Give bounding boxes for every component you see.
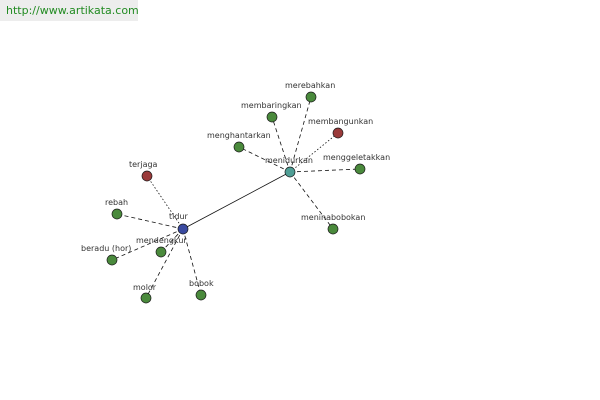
watermark-url[interactable]: http://www.artikata.com bbox=[6, 4, 139, 17]
edge-menidurkan-membaringkan bbox=[271, 116, 291, 173]
node-label-merebahkan[interactable]: merebahkan bbox=[285, 81, 335, 90]
edge-tidur-menidurkan bbox=[182, 171, 291, 230]
node-label-menggeletakkan[interactable]: menggeletakkan bbox=[323, 153, 390, 162]
edge-tidur-molor bbox=[145, 228, 184, 299]
node-menghantarkan[interactable] bbox=[233, 141, 245, 153]
node-menidurkan[interactable] bbox=[284, 166, 296, 178]
edge-tidur-rebah bbox=[116, 213, 184, 230]
node-label-membaringkan[interactable]: membaringkan bbox=[241, 101, 302, 110]
node-membangunkan[interactable] bbox=[332, 127, 344, 139]
node-label-bobok[interactable]: bobok bbox=[189, 279, 214, 288]
node-label-membangunkan[interactable]: membangunkan bbox=[308, 117, 373, 126]
node-label-menghantarkan[interactable]: menghantarkan bbox=[207, 131, 271, 140]
edge-menidurkan-menghantarkan bbox=[238, 146, 291, 173]
node-label-molor[interactable]: molor bbox=[133, 283, 157, 292]
labels-layer: tidur menidurkan merebahkan membaringkan mem… bbox=[81, 81, 390, 292]
node-rebah[interactable] bbox=[111, 208, 123, 220]
edge-tidur-mendengkur bbox=[160, 228, 184, 253]
node-label-meninabobokan[interactable]: meninabobokan bbox=[301, 213, 365, 222]
node-mendengkur[interactable] bbox=[155, 246, 167, 258]
nodes-layer bbox=[106, 91, 366, 304]
edge-tidur-terjaga bbox=[146, 175, 184, 230]
edge-menidurkan-meninabobokan bbox=[289, 171, 334, 230]
node-label-beradu-hor[interactable]: beradu (hor) bbox=[81, 244, 131, 253]
node-molor[interactable] bbox=[140, 292, 152, 304]
edges-layer bbox=[111, 96, 361, 299]
node-merebahkan[interactable] bbox=[305, 91, 317, 103]
node-beradu-hor[interactable] bbox=[106, 254, 118, 266]
node-terjaga[interactable] bbox=[141, 170, 153, 182]
edge-menidurkan-merebahkan bbox=[289, 96, 312, 173]
node-label-terjaga[interactable]: terjaga bbox=[129, 160, 158, 169]
watermark-bar: http://www.artikata.com bbox=[0, 0, 139, 21]
edge-tidur-bobok bbox=[182, 228, 202, 296]
edge-menidurkan-menggeletakkan bbox=[289, 168, 361, 173]
node-label-menidurkan[interactable]: menidurkan bbox=[265, 156, 313, 165]
node-tidur[interactable] bbox=[177, 223, 189, 235]
node-menggeletakkan[interactable] bbox=[354, 163, 366, 175]
edge-tidur-beradu-hor bbox=[111, 228, 184, 261]
node-meninabobokan[interactable] bbox=[327, 223, 339, 235]
node-label-rebah[interactable]: rebah bbox=[105, 198, 128, 207]
node-bobok[interactable] bbox=[195, 289, 207, 301]
node-label-mendengkur[interactable]: mendengkur bbox=[136, 236, 187, 245]
node-label-tidur[interactable]: tidur bbox=[169, 212, 189, 221]
node-membaringkan[interactable] bbox=[266, 111, 278, 123]
